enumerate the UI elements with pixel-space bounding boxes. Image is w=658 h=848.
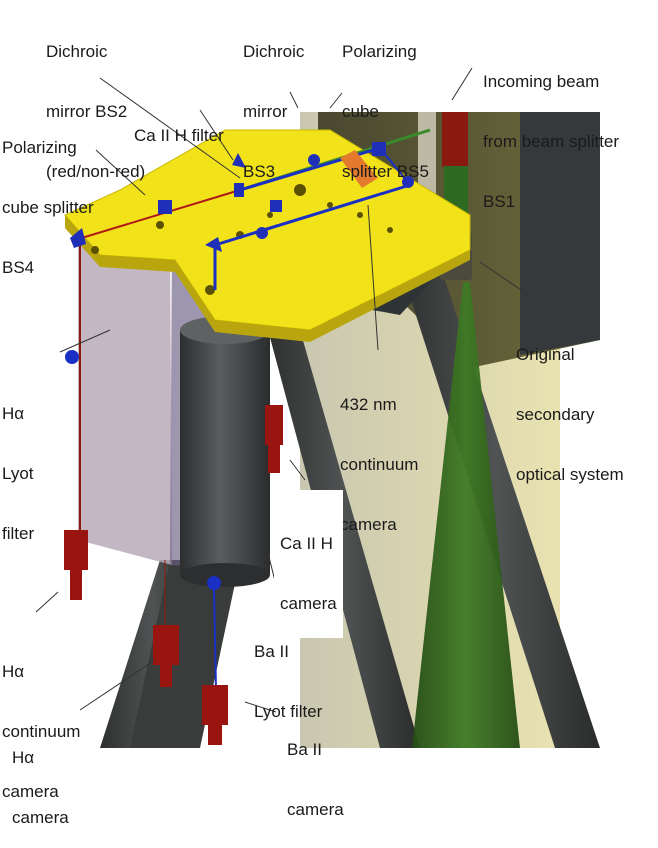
strut <box>395 250 600 748</box>
instrument-illustration <box>35 67 600 748</box>
label-ha-lyot-filter: Hα Lyot filter <box>2 404 35 543</box>
camera-ha-continuum <box>64 530 88 570</box>
ha-lyot-enclosure <box>78 230 172 565</box>
camera-caii-h <box>265 405 283 445</box>
beam-blue <box>214 183 411 247</box>
ba-ii-lyot-tube <box>180 330 270 575</box>
bs5-cube <box>372 142 386 156</box>
label-ha-camera: Hα camera <box>12 748 69 827</box>
label-caii-h-filter: Ca II H filter <box>134 126 224 145</box>
label-polarizing-bs4: Polarizing cube splitter BS4 <box>2 138 94 277</box>
light-cone <box>412 282 520 748</box>
label-polarizing-bs5: Polarizing cube splitter BS5 <box>342 42 429 181</box>
label-dichroic-bs2: Dichroic mirror BS2 (red/non-red) <box>46 42 146 181</box>
strut <box>268 330 420 748</box>
label-baii-camera: Ba II camera <box>287 740 344 819</box>
bs4-cube <box>158 200 172 214</box>
prism <box>70 228 86 248</box>
camera-ba-ii <box>202 685 228 725</box>
camera-432nm <box>340 150 378 188</box>
label-432nm-camera: 432 nm continuum camera <box>340 395 419 534</box>
label-baii-lyot-filter: Ba II Lyot filter <box>254 642 323 721</box>
label-dichroic-bs3: Dichroic mirror BS3 <box>243 42 305 181</box>
label-caii-h-camera: Ca II H camera <box>274 490 343 638</box>
label-original-secondary: Original secondary optical system <box>516 345 624 484</box>
camera-ha <box>153 625 179 665</box>
strut <box>130 560 240 748</box>
caii-filter <box>232 153 246 168</box>
beam-red <box>74 189 241 241</box>
label-incoming-beam-bs1: Incoming beam from beam splitter BS1 <box>483 72 620 211</box>
bs2-mirror <box>234 183 244 197</box>
